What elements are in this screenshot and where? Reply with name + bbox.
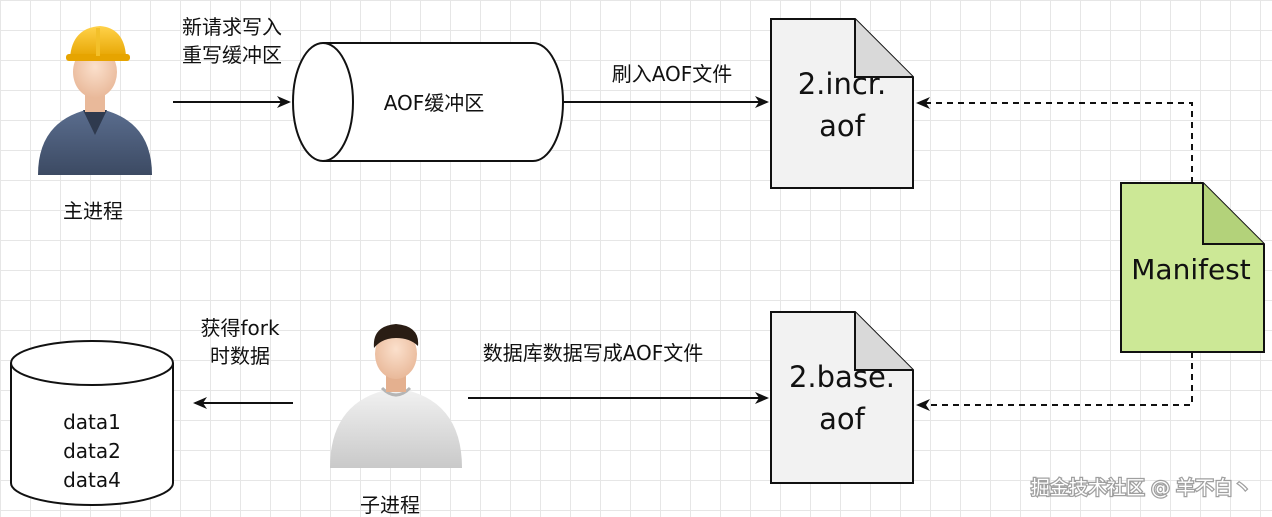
incr-aof-file: 2.incr. aof: [770, 18, 914, 189]
base-aof-file: 2.base. aof: [770, 311, 914, 484]
fork-data-line1: 获得fork: [200, 316, 279, 340]
fork-data-line2: 时数据: [210, 344, 270, 368]
base-aof-line2: aof: [819, 402, 866, 436]
dashed-manifest-to-base: [916, 352, 1193, 411]
new-request-label: 新请求写入 重写缓冲区: [182, 15, 282, 67]
worker-hardhat-icon: [38, 26, 152, 175]
person-icon: [330, 324, 462, 468]
database-line2: data2: [63, 439, 121, 463]
manifest-file: Manifest: [1120, 182, 1265, 353]
incr-aof-line1: 2.incr.: [798, 67, 887, 101]
database-line3: data4: [63, 468, 121, 492]
watermark-text: 掘金技术社区 @ 羊不白丶: [1031, 477, 1252, 499]
new-request-line2: 重写缓冲区: [182, 43, 282, 67]
flush-aof-label: 刷入AOF文件: [612, 62, 733, 86]
main-process-label: 主进程: [63, 199, 123, 223]
aof-buffer-label: AOF缓冲区: [384, 91, 485, 115]
manifest-label: Manifest: [1131, 253, 1251, 286]
incr-aof-line2: aof: [819, 109, 866, 143]
aof-buffer-cylinder: AOF缓冲区: [292, 42, 564, 162]
database-line1: data1: [63, 410, 121, 434]
new-request-line1: 新请求写入: [182, 15, 282, 39]
fork-data-label: 获得fork 时数据: [200, 316, 279, 368]
db-write-label: 数据库数据写成AOF文件: [483, 341, 704, 365]
database-cylinder: data1 data2 data4: [10, 340, 174, 506]
child-process-label: 子进程: [360, 493, 420, 517]
dashed-manifest-to-incr: [916, 97, 1193, 183]
base-aof-line1: 2.base.: [789, 360, 895, 394]
